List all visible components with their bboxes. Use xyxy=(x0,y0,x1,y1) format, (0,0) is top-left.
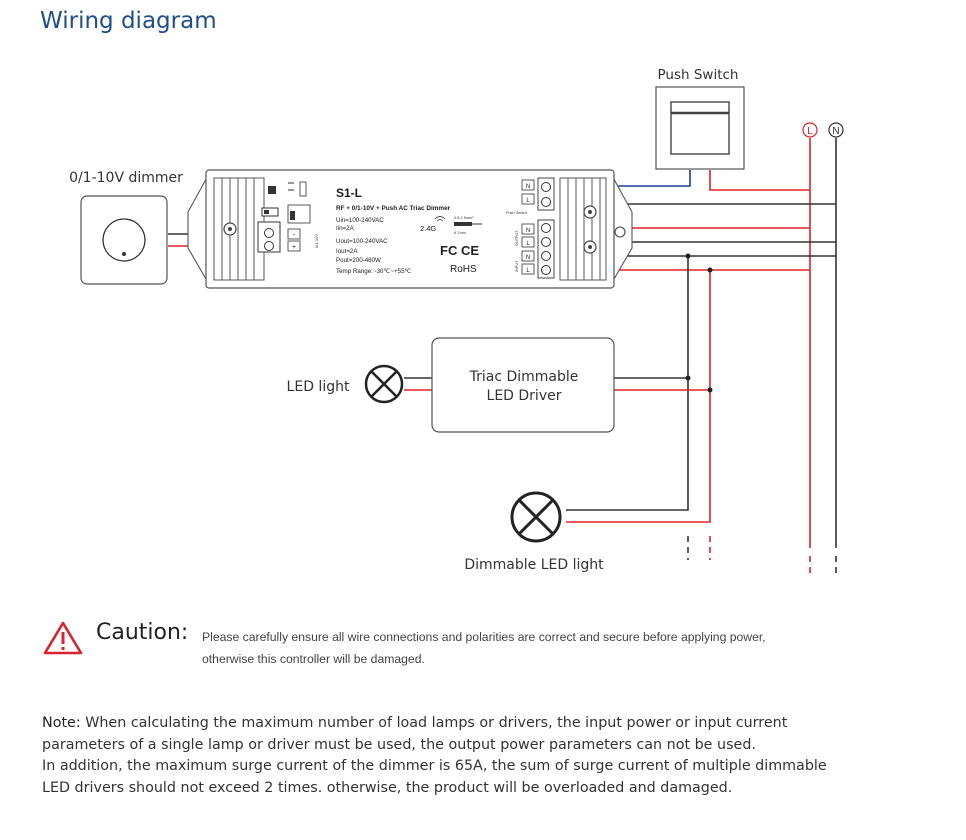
controller-hole-right xyxy=(614,226,626,238)
spec-pout: Pout=200-480W xyxy=(336,257,381,264)
junction-dot xyxy=(707,387,713,393)
plus-terminal-label-box xyxy=(287,240,301,252)
spec-iout: Iout=2A xyxy=(336,248,358,255)
power-terminal-block xyxy=(537,219,555,279)
controller-right-fins xyxy=(559,177,607,281)
dip-switch-icon xyxy=(261,207,279,217)
push-switch: Push Switch xyxy=(655,67,745,170)
line-N-label: N xyxy=(832,126,839,137)
switch-terminal-screw xyxy=(541,197,551,207)
input-power-label: INPUT xyxy=(515,260,519,272)
minus-terminal-label-box xyxy=(287,228,301,240)
spec-uout: Uout=100-240VAC xyxy=(336,238,388,245)
plus-terminal-label: + xyxy=(292,244,296,251)
dimmable-led-light: Dimmable LED light xyxy=(464,491,604,573)
spec-uin: Uin=100-240VAC xyxy=(336,217,384,224)
power-terminal-screw xyxy=(541,223,551,233)
prog-button-icon xyxy=(268,186,276,194)
page-title: Wiring diagram xyxy=(40,8,217,34)
push-switch-label: Push Switch xyxy=(658,67,739,83)
line-L-label: L xyxy=(807,126,813,137)
supply-labels: L N xyxy=(802,122,844,138)
power-terminal-screw xyxy=(541,265,551,275)
junction-dot xyxy=(685,253,691,259)
line-L-marker xyxy=(802,122,818,138)
wiring-diagram: L N Push Switch 0/1-10V dimmer xyxy=(69,67,844,578)
triac-driver-title-1: Triac Dimmable xyxy=(469,369,579,385)
dimmer-knob-dot xyxy=(122,252,126,256)
strip-length: 6-7mm xyxy=(454,231,466,235)
dimmer-terminal-label: 0/1-10V xyxy=(314,234,319,248)
output-label: OUTPUT xyxy=(515,230,519,246)
output-letter-n: N xyxy=(526,228,530,234)
line-N-marker xyxy=(828,122,844,138)
caution-block: Caution: Please carefully ensure all wir… xyxy=(40,618,940,678)
power-terminal-screw xyxy=(541,237,551,247)
switch-terminal-screw xyxy=(541,182,551,192)
wire-drop-red xyxy=(566,270,711,523)
push-input-label: Push Switch xyxy=(506,211,527,215)
dimmer: 0/1-10V dimmer xyxy=(69,170,183,285)
wire-strip-icon xyxy=(454,222,472,226)
note-line-4: LED drivers should not exceed 2 times. o… xyxy=(42,779,733,796)
note-line-3: In addition, the maximum surge current o… xyxy=(42,758,827,774)
caution-text-2: otherwise this controller will be damage… xyxy=(202,652,425,666)
note-line-1: Note: When calculating the maximum numbe… xyxy=(42,713,922,735)
rohs-mark: RoHS xyxy=(450,264,477,275)
strip-spec: 0.5-2.5mm² xyxy=(454,216,474,220)
dimmable-led-label: Dimmable LED light xyxy=(464,557,604,573)
controller: - + 0/1-10V S1-L RF + 0/1-10V + Push AC … xyxy=(187,169,633,289)
junction-dot xyxy=(707,267,713,273)
cert-marks: FC CE xyxy=(440,243,479,258)
switch-terminal-letter-l: L xyxy=(526,198,530,204)
dimmer-knob xyxy=(102,218,146,262)
note-block: Note: When calculating the maximum numbe… xyxy=(42,713,922,799)
power-terminal-screw xyxy=(541,251,551,261)
dimmer-terminal-screw xyxy=(264,241,274,251)
dimmer-terminal-screw xyxy=(264,228,274,238)
input-letter-n: N xyxy=(526,255,530,261)
dimmer-label: 0/1-10V dimmer xyxy=(69,170,183,186)
minus-terminal-label: - xyxy=(293,232,296,239)
caution-text-1: Please carefully ensure all wire connect… xyxy=(202,630,766,644)
rf-icon xyxy=(434,216,446,222)
led-light-label: LED light xyxy=(287,379,350,395)
junction-dot xyxy=(685,375,691,381)
controller-subtitle: RF + 0/1-10V + Push AC Triac Dimmer xyxy=(336,205,451,212)
input-letter-l: L xyxy=(526,268,530,274)
warning-triangle-icon xyxy=(43,621,83,655)
note-text-1: When calculating the maximum number of l… xyxy=(80,715,788,731)
controller-body xyxy=(205,169,615,289)
push-switch-button xyxy=(670,101,730,155)
wire-drop-black xyxy=(566,256,689,511)
led-light: LED light xyxy=(287,364,404,404)
triac-driver-box xyxy=(431,337,615,433)
triac-driver-title-2: LED Driver xyxy=(487,388,562,404)
spec-temp: Temp Range: -30℃~+55℃ xyxy=(336,268,412,275)
output-letter-l: L xyxy=(526,241,530,247)
caution-word: Caution: xyxy=(96,620,189,645)
wire-switch-red xyxy=(709,170,810,191)
spec-iin: Iin=2A xyxy=(336,225,355,232)
controller-model: S1-L xyxy=(336,186,362,200)
note-label: Note: xyxy=(42,715,81,731)
note-line-2: parameters of a single lamp or driver mu… xyxy=(42,736,756,753)
triac-driver: Triac Dimmable LED Driver xyxy=(431,337,615,433)
rf-label: 2.4G xyxy=(420,224,436,233)
switch-terminal-letter-n: N xyxy=(526,184,530,190)
